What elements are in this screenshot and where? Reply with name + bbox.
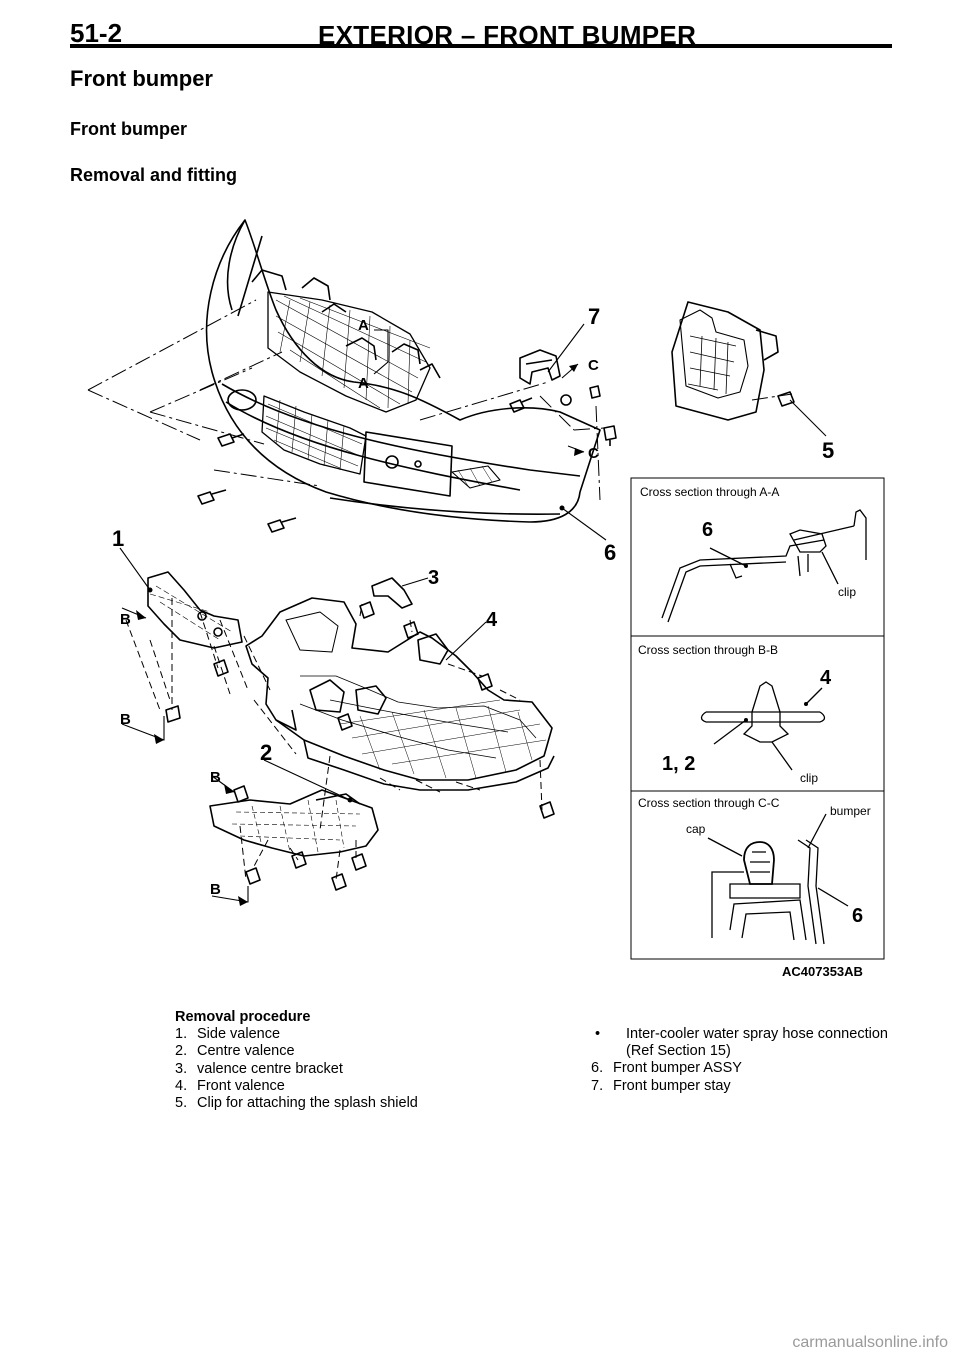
item-number: 7.: [591, 1077, 604, 1094]
callout-b-2: B: [120, 711, 131, 728]
item-number: 2.: [175, 1043, 188, 1060]
section-cc-title: Cross section through C-C: [638, 796, 780, 810]
item-text: Clip for attaching the splash shield: [197, 1095, 418, 1112]
section-aa-title: Cross section through A-A: [640, 485, 779, 499]
callout-6: 6: [604, 540, 616, 565]
item-text: Front bumper stay: [613, 1077, 731, 1094]
front-valence-drawing: [245, 597, 555, 791]
page-heading: Front bumper: [70, 66, 213, 91]
page-number: 51-2: [70, 18, 123, 48]
sub-heading: Front bumper: [70, 119, 187, 139]
callout-b-3: B: [210, 769, 221, 786]
leader-lines: [87, 299, 793, 501]
item-number: 1.: [175, 1026, 188, 1043]
upper-grille: [267, 291, 431, 413]
list-item: 7. Front bumper stay: [591, 1078, 901, 1095]
bolts: [197, 385, 617, 533]
callout-7: 7: [588, 304, 600, 329]
front-bumper-drawing: [197, 219, 617, 533]
section-cc-bumper-label: bumper: [830, 804, 871, 818]
callout-2: 2: [260, 740, 272, 765]
splash-shield-drawing: [671, 301, 795, 421]
list-item: 1. Side valence: [175, 1026, 555, 1043]
lower-grille: [261, 395, 501, 489]
list-item: 4. Front valence: [175, 1078, 555, 1095]
item-number: 5.: [175, 1095, 188, 1112]
callout-c-upper: C: [588, 357, 599, 374]
valence-fasteners: [165, 601, 555, 891]
item-text: valence centre bracket: [197, 1060, 343, 1077]
procedure-heading: Removal and fitting: [70, 165, 238, 185]
list-item: 2. Centre valence: [175, 1043, 555, 1060]
procedure-list-left: Removal procedure 1. Side valence 2. Centr…: [175, 1009, 555, 1112]
section-bb-clip-label: clip: [800, 771, 818, 785]
section-aa-clip-label: clip: [838, 585, 856, 599]
item-text: Front bumper ASSY: [613, 1060, 742, 1077]
callout-3: 3: [428, 567, 439, 589]
centre-valence-drawing: [209, 789, 379, 857]
list-item: 3. valence centre bracket: [175, 1061, 555, 1078]
side-valence-drawing: [147, 571, 243, 649]
callout-c-lower: C: [588, 445, 599, 462]
callout-b-1: B: [120, 611, 131, 628]
section-bb-number-12: 1, 2: [662, 753, 695, 775]
section-bb-title: Cross section through B-B: [638, 643, 778, 657]
section-bb: Cross section through B-B 4 1, 2 clip: [638, 643, 832, 785]
item-number: 6.: [591, 1060, 604, 1077]
section-cc-cap-label: cap: [686, 822, 706, 836]
section-aa-number: 6: [702, 519, 713, 541]
callout-5: 5: [822, 438, 834, 463]
callout-a-upper: A: [358, 317, 369, 334]
item-text: Front valence: [197, 1077, 285, 1094]
callout-4: 4: [486, 609, 498, 631]
figure-code: AC407353AB: [782, 964, 863, 979]
valence-bracket-drawing: [371, 577, 413, 609]
list-item: 6. Front bumper ASSY: [591, 1060, 901, 1077]
procedure-title: Removal procedure: [175, 1009, 311, 1025]
callout-b-4: B: [210, 881, 221, 898]
item-text: Centre valence: [197, 1043, 295, 1060]
bumper-exploded-diagram: 7 A A C C 5 6 1 3 4 2 B B B B Cross sect…: [87, 219, 885, 979]
bullet-item: • Inter-cooler water spray hose connectio…: [591, 1026, 901, 1043]
list-item: 5. Clip for attaching the splash shield: [175, 1095, 555, 1112]
watermark: carmanualsonline.info: [792, 1334, 948, 1351]
callout-1: 1: [112, 526, 124, 551]
procedure-list-right: • Inter-cooler water spray hose connectio…: [591, 1026, 901, 1095]
section-bb-number-4: 4: [820, 667, 832, 689]
cross-section-panels: Cross section through A-A 6 clip Cross s…: [630, 477, 885, 960]
section-aa: Cross section through A-A 6 clip: [640, 485, 867, 623]
item-number: 4.: [175, 1077, 188, 1094]
bullet-text: Inter-cooler water spray hose connection: [626, 1026, 888, 1042]
item-number: 3.: [175, 1060, 188, 1077]
section-cc: Cross section through C-C bumper cap 6: [638, 796, 871, 945]
header-rule: [70, 44, 892, 48]
callout-a-lower: A: [358, 375, 369, 392]
item-text: Side valence: [197, 1026, 281, 1043]
section-cc-number: 6: [852, 905, 863, 927]
bullet-continuation: (Ref Section 15): [626, 1043, 731, 1060]
bullet-icon: •: [595, 1026, 601, 1042]
